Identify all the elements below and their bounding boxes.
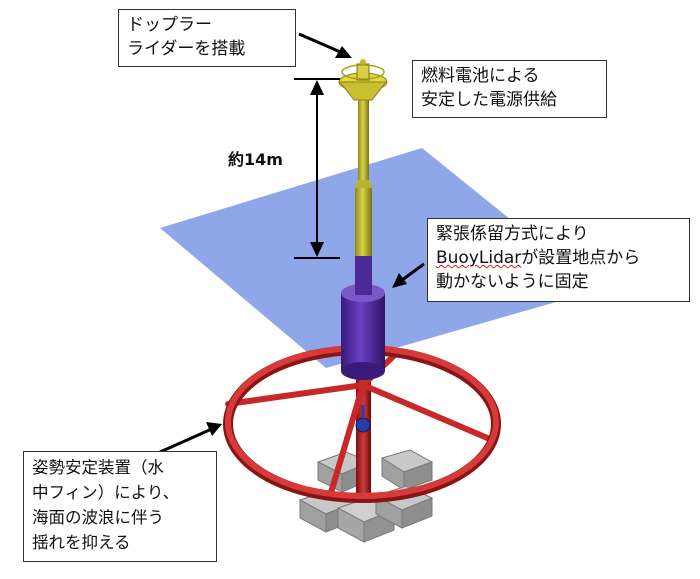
- callout-fuel-line2: 安定した電源供給: [421, 90, 557, 110]
- callout-lidar-line2: ライダーを搭載: [127, 39, 246, 59]
- callout-stab-line1: 姿勢安定装置（水: [32, 458, 164, 477]
- height-label: 約14m: [228, 150, 283, 169]
- buoylidar-word: BuoyLidar: [436, 248, 522, 268]
- callout-mooring-line2-rest: が設置地点から: [521, 248, 641, 268]
- callout-lidar-line1: ドップラー: [127, 15, 212, 35]
- lidar-unit: [356, 63, 370, 81]
- buoy-mast: [355, 188, 372, 256]
- callout-stab-line4: 揺れを抑える: [32, 533, 131, 552]
- callout-stab-line2: 中フィン）により、: [32, 483, 180, 502]
- callout-mooring-line3: 動かないように固定: [436, 272, 589, 292]
- sea-surface-plane: [160, 148, 598, 368]
- callout-fuel-cell: 燃料電池による 安定した電源供給: [412, 60, 607, 118]
- callout-mooring: 緊張係留方式により BuoyLidarが設置地点から 動かないように固定: [427, 218, 690, 302]
- callout-mooring-line1: 緊張係留方式により: [436, 224, 589, 244]
- height-dimension: [294, 78, 340, 259]
- top-platform: [338, 59, 388, 101]
- callout-fuel-line1: 燃料電池による: [421, 66, 540, 86]
- pointer-arrows: [159, 32, 425, 454]
- callout-stab-line3: 海面の波浪に伴う: [32, 508, 164, 527]
- buoy-hull: [341, 293, 385, 371]
- callout-stabilizer: 姿勢安定装置（水 中フィン）により、 海面の波浪に伴う 揺れを抑える: [23, 451, 217, 562]
- callout-lidar: ドップラー ライダーを搭載: [118, 9, 296, 67]
- callout-mooring-line2: BuoyLidarが設置地点から: [436, 246, 681, 270]
- swivel-joint: [355, 417, 371, 433]
